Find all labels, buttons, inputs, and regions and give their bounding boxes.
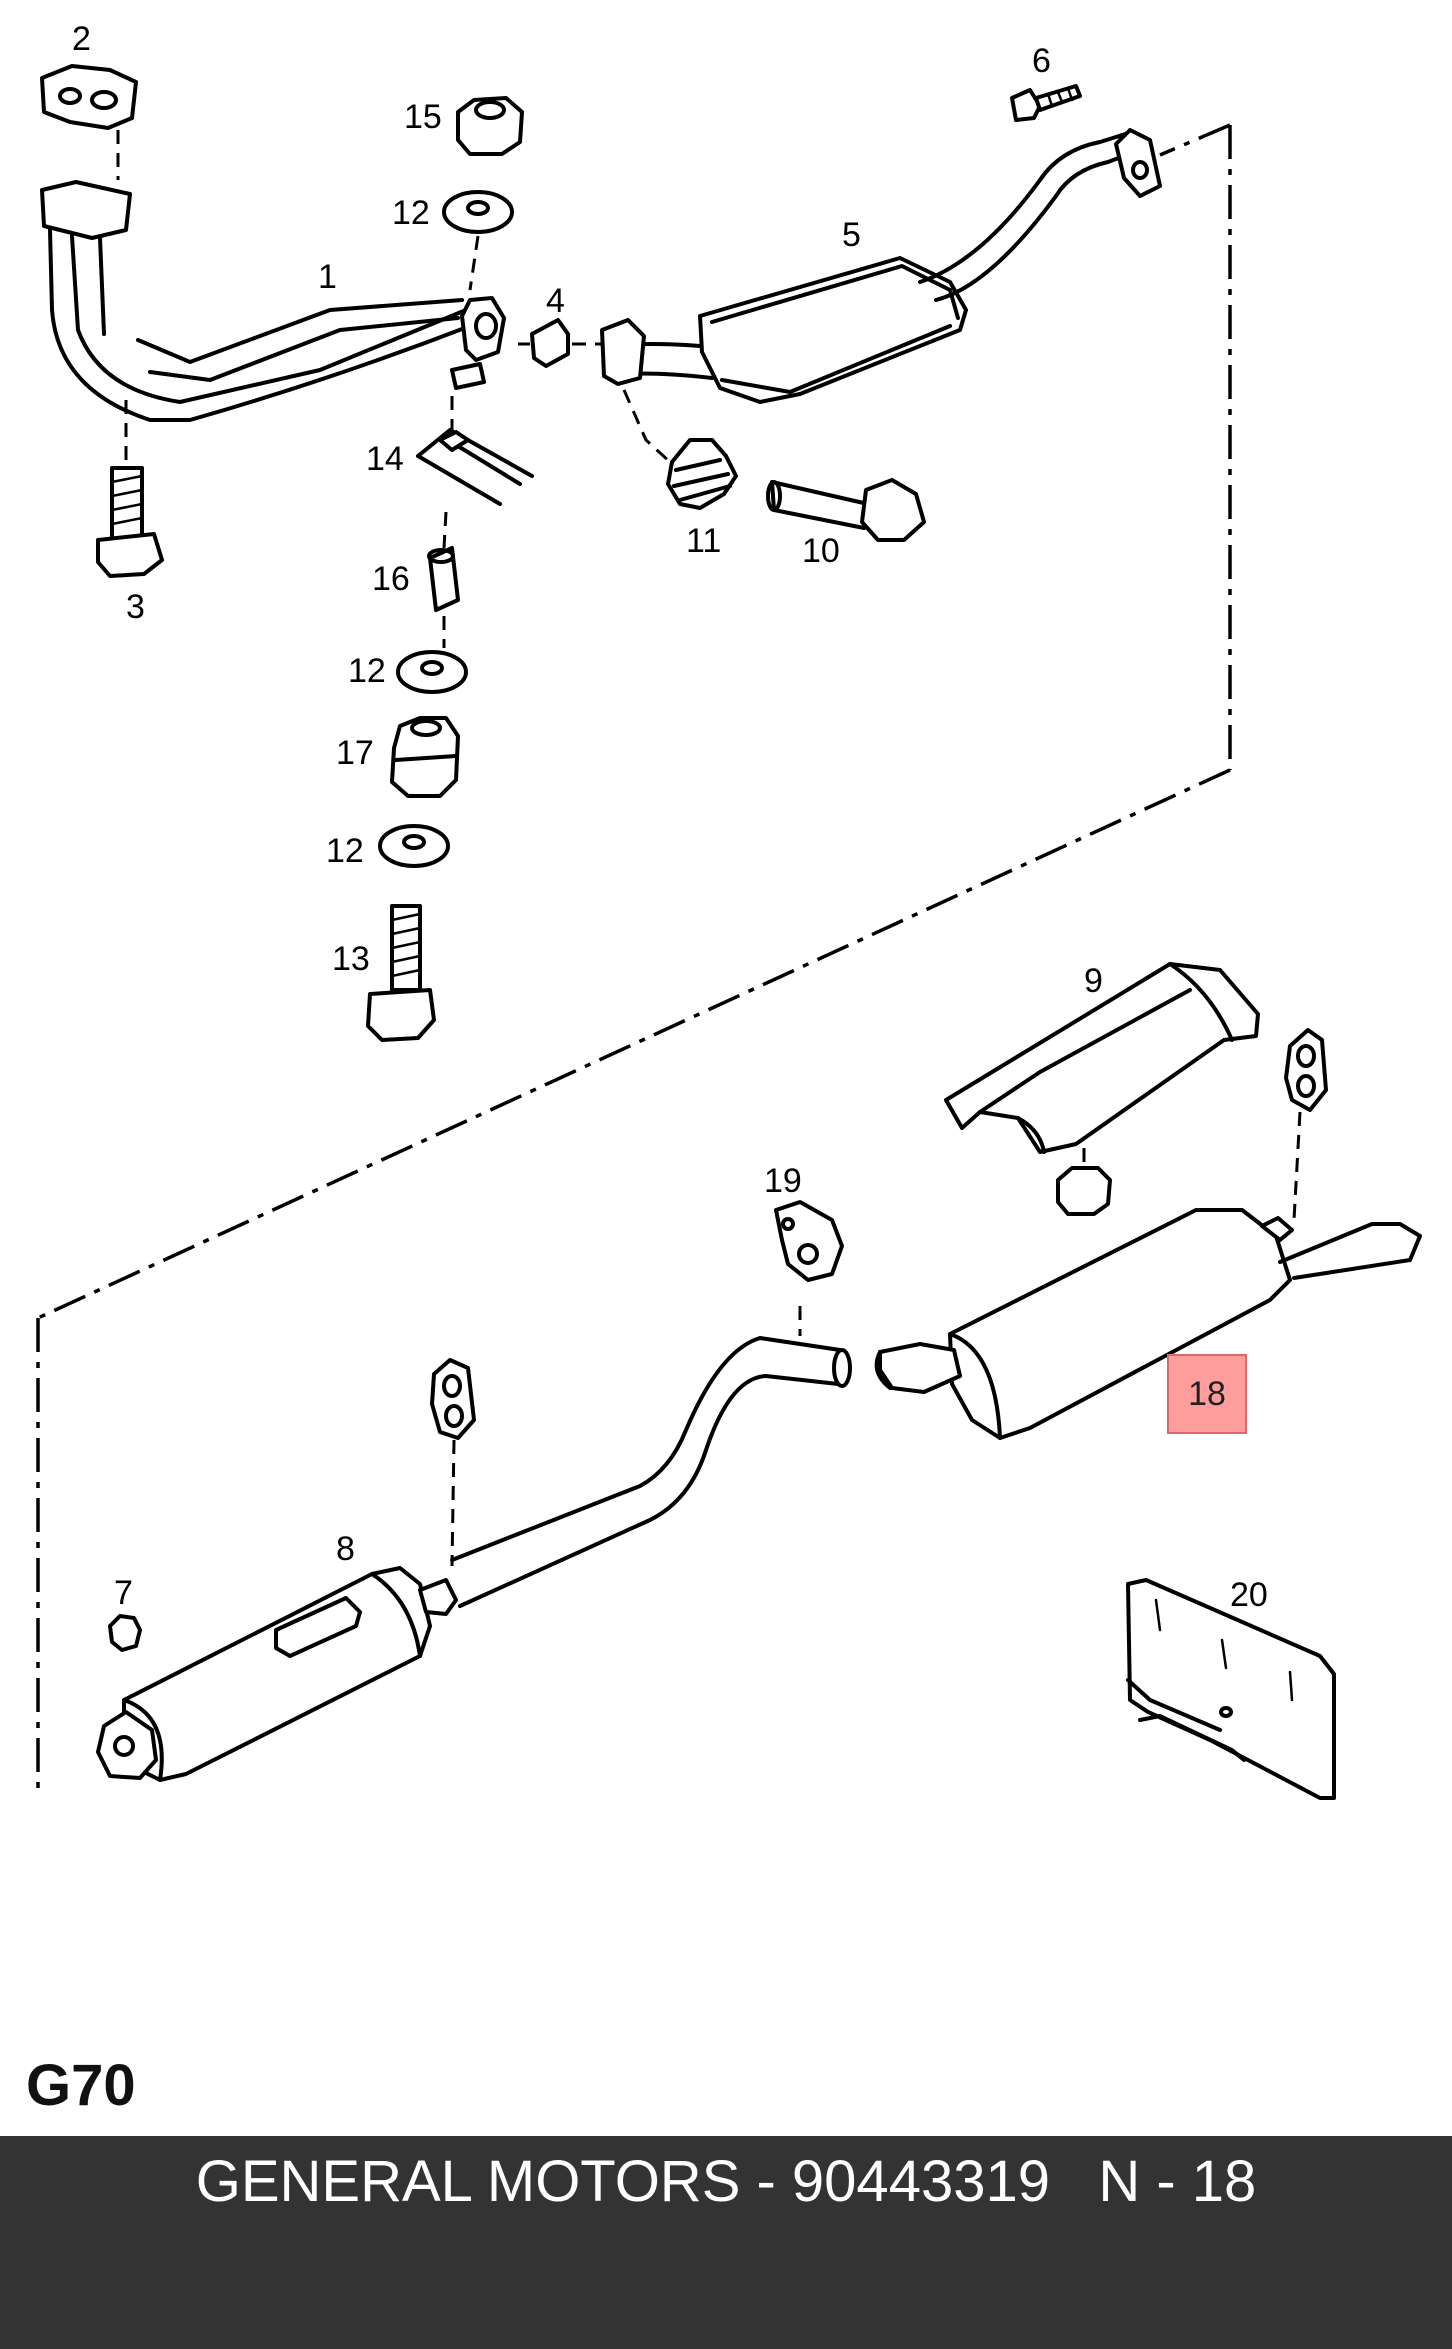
rubber-hanger-right <box>1284 1028 1328 1112</box>
bracket-part-20 <box>1126 1578 1336 1800</box>
footer-bar <box>0 2136 1452 2349</box>
gasket-part-2 <box>40 64 138 130</box>
nut-part-7 <box>108 1614 142 1652</box>
part-label-13: 13 <box>332 940 370 978</box>
clamp-part-19 <box>774 1200 844 1282</box>
highlighted-part-label-18: 18 <box>1167 1354 1247 1434</box>
washer-part-12-lower <box>378 824 450 868</box>
part-label-2: 2 <box>72 20 91 58</box>
rubber-boot-part-11 <box>666 438 738 510</box>
part-label-20: 20 <box>1230 1576 1268 1614</box>
part-label-10: 10 <box>802 532 840 570</box>
bolt-part-6 <box>1010 84 1082 122</box>
part-label-4: 4 <box>546 282 565 320</box>
rear-silencer-part-18 <box>874 1208 1422 1440</box>
bush-part-4 <box>530 318 570 368</box>
part-label-12-top: 12 <box>392 194 430 232</box>
nut-under-heat-shield <box>1056 1166 1112 1216</box>
catalytic-converter-part-5 <box>600 128 1162 404</box>
part-label-7: 7 <box>114 1574 133 1612</box>
part-label-17: 17 <box>336 734 374 772</box>
bolt-part-10 <box>766 478 926 542</box>
bolt-part-13 <box>366 904 436 1042</box>
section-code: G70 <box>26 2053 136 2118</box>
part-label-1: 1 <box>318 258 337 296</box>
washer-part-12-top <box>442 190 514 234</box>
bracket-part-14 <box>416 428 534 506</box>
front-silencer-part-8 <box>96 1566 458 1782</box>
bolt-part-3 <box>96 466 164 578</box>
nut-part-15 <box>456 96 524 156</box>
part-label-14: 14 <box>366 440 404 478</box>
intermediate-pipe <box>450 1336 852 1608</box>
exhaust-parts-diagram: 1 2 3 4 5 6 7 8 9 10 11 12 12 12 13 14 1… <box>36 20 1422 1800</box>
part-label-12-middle: 12 <box>348 652 386 690</box>
part-label-15: 15 <box>404 98 442 136</box>
part-label-9: 9 <box>1084 962 1103 1000</box>
part-label-11: 11 <box>686 522 721 560</box>
washer-part-12-middle <box>396 650 468 694</box>
part-label-3: 3 <box>126 588 145 626</box>
rubber-mount-part-17 <box>390 716 460 798</box>
part-label-12-lower: 12 <box>326 832 364 870</box>
spacer-part-16 <box>427 546 460 612</box>
rubber-hanger-middle <box>430 1358 476 1440</box>
part-label-8: 8 <box>336 1530 355 1568</box>
part-label-16: 16 <box>372 560 410 598</box>
part-label-5: 5 <box>842 216 861 254</box>
footer-text: GENERAL MOTORS - 90443319 N - 18 <box>195 2149 1257 2214</box>
part-label-6: 6 <box>1032 42 1051 80</box>
heat-shield-part-9 <box>944 962 1260 1154</box>
front-pipe-part-1 <box>40 180 506 422</box>
part-label-19: 19 <box>764 1162 802 1200</box>
